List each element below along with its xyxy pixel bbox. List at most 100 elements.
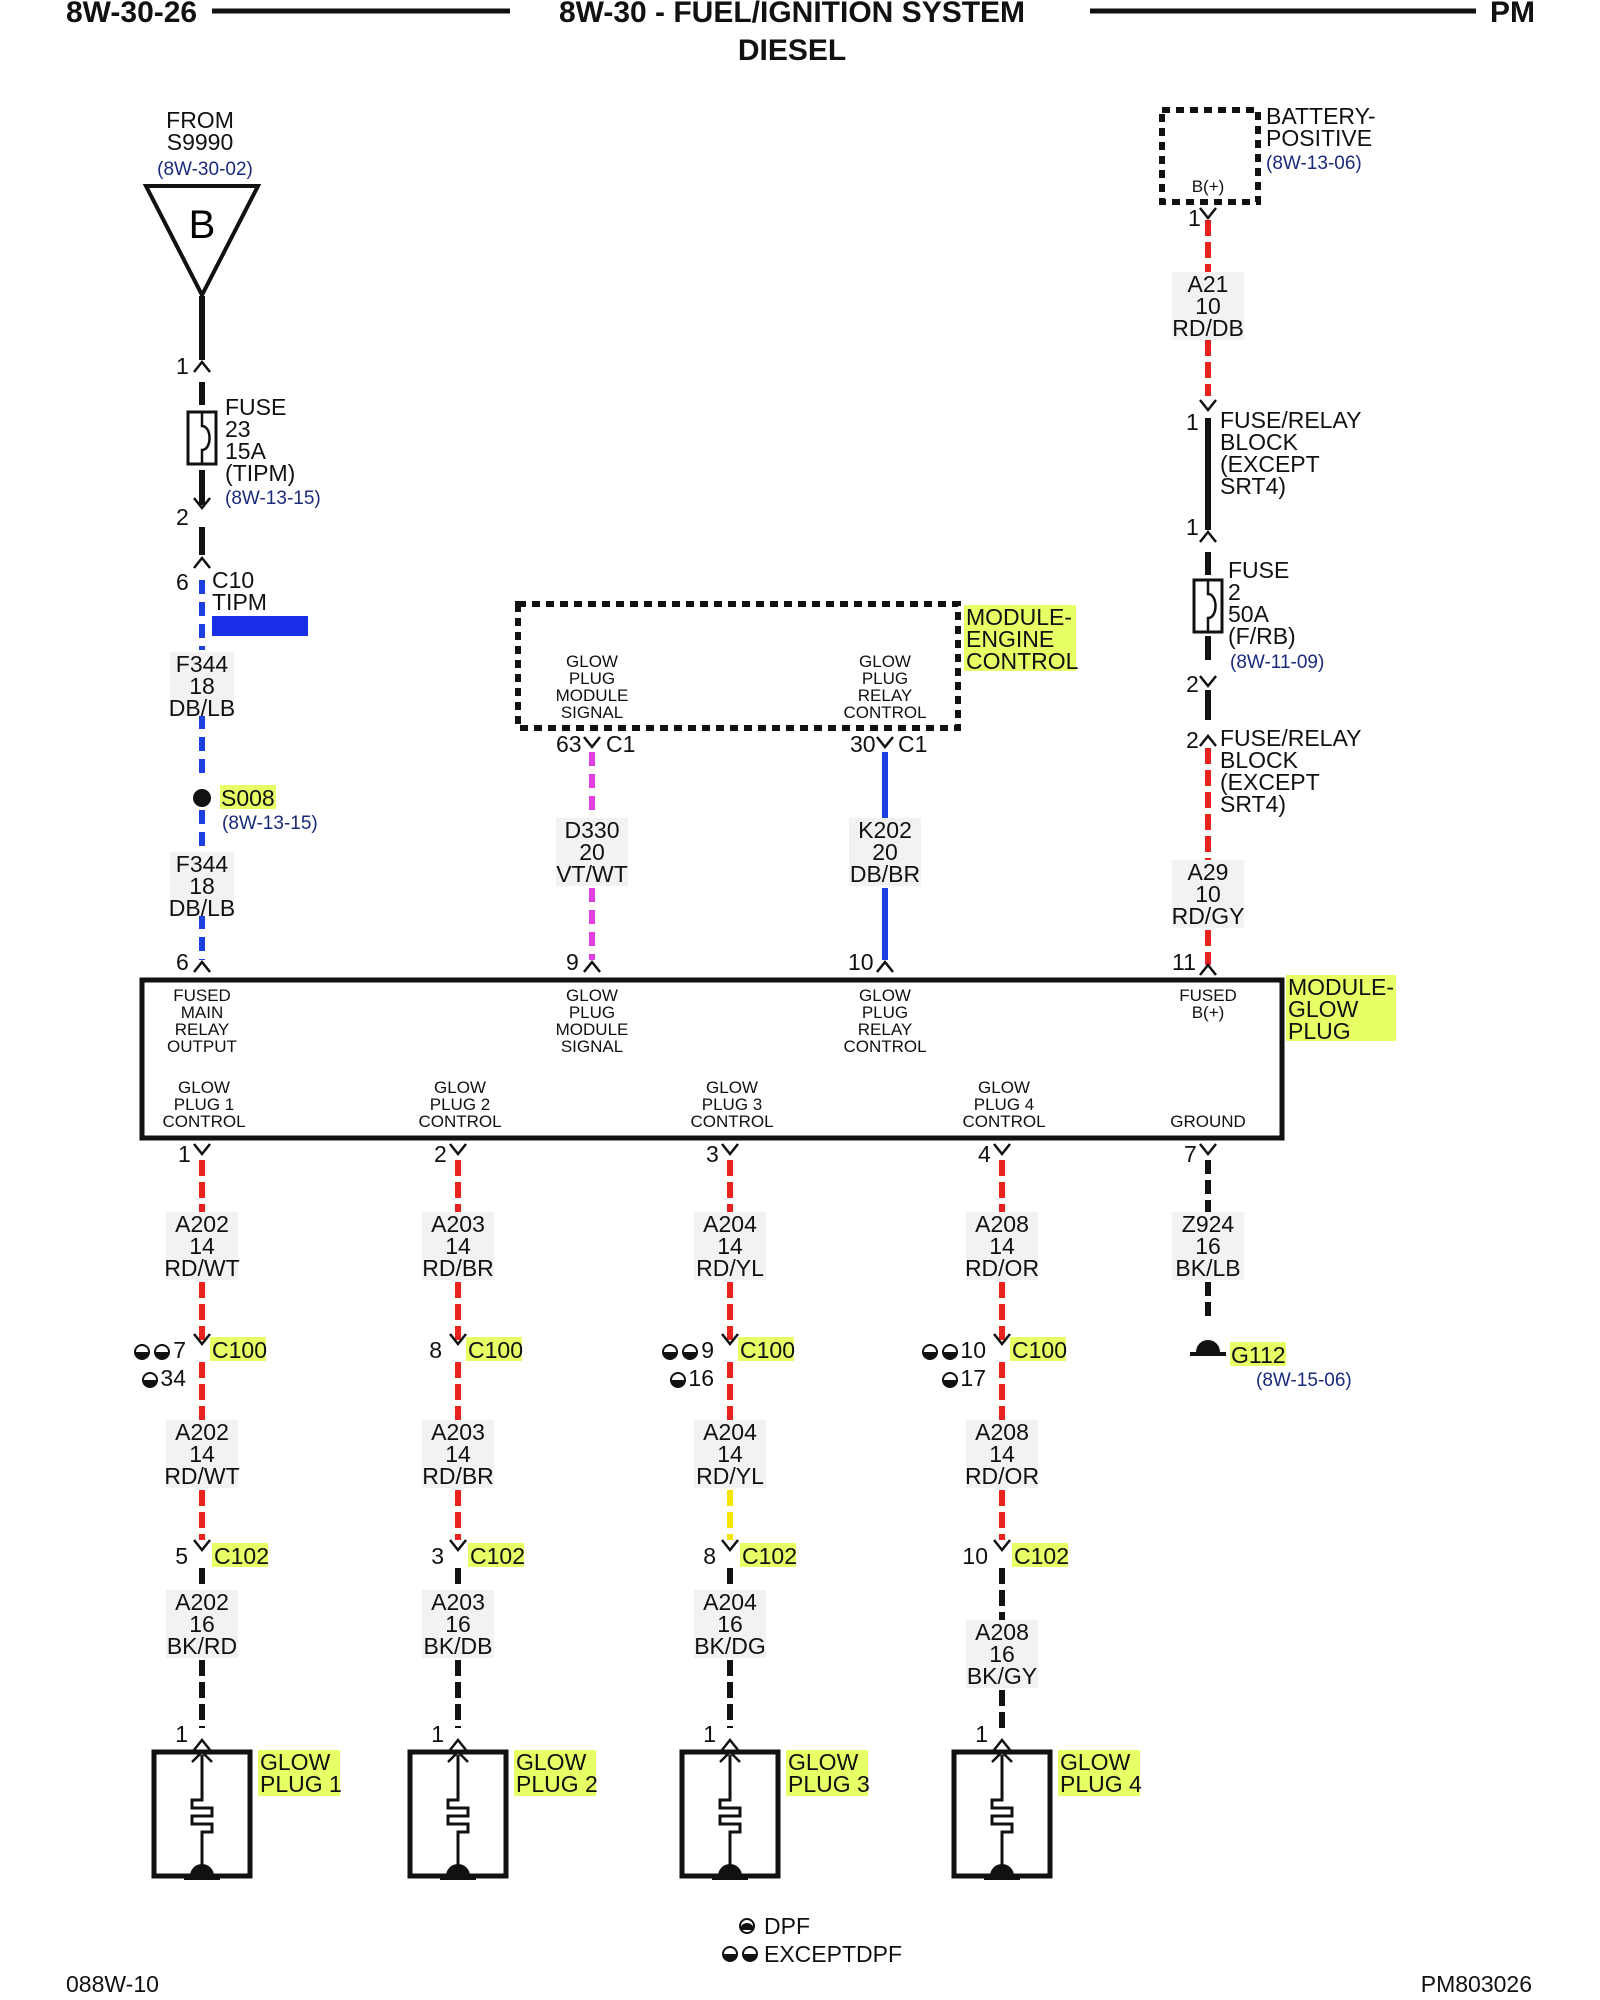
gpm-bottom-label-text: GLOW xyxy=(434,1078,486,1097)
gpm-top-label-text: RELAY xyxy=(175,1020,230,1039)
glow-plug-label-highlight xyxy=(786,1750,868,1796)
wire-label-14ga-lower-text: 14 xyxy=(445,1441,471,1467)
gpm-pin-9: 9 xyxy=(566,949,579,975)
c102-arrow xyxy=(721,1539,739,1553)
gpm-bottom-label-text: PLUG 3 xyxy=(702,1095,762,1114)
a29-label: A29 10 RD/GY xyxy=(1172,859,1245,929)
battery-ref: (8W-13-06) xyxy=(1266,153,1362,174)
source-ref: (8W-30-02) xyxy=(157,159,253,180)
footer-left: 088W-10 xyxy=(66,1971,159,1997)
fuse23-line1: FUSE xyxy=(225,394,286,420)
c102-pin: 10 xyxy=(962,1543,988,1569)
c100-highlight xyxy=(466,1337,522,1361)
glow-plug-module-box xyxy=(139,977,1285,1141)
s008-name: S008 xyxy=(221,785,275,811)
glow-plug-label: PLUG 1 xyxy=(260,1771,342,1797)
c100-pin: 9 xyxy=(701,1337,714,1363)
battery-pin: 1 xyxy=(1188,205,1201,231)
z924-gauge: 16 xyxy=(1195,1233,1221,1259)
fuse23-ref: (8W-13-15) xyxy=(225,488,321,509)
fuse23-pin-top: 1 xyxy=(176,353,189,379)
glow-plug-label: PLUG 2 xyxy=(516,1771,598,1797)
d330-gauge: 20 xyxy=(579,839,605,865)
tipm-blue-tab xyxy=(212,616,308,636)
gpm-bottom-labels: GLOW PLUG 1 CONTROL GLOW PLUG 2 CONTROL … xyxy=(162,1078,1245,1131)
wire-label-14ga-text: A203 xyxy=(431,1211,485,1237)
plug-pin: 1 xyxy=(975,1721,988,1747)
wire-label-14ga-text: RD/WT xyxy=(164,1255,239,1281)
f344a-gauge: 18 xyxy=(189,673,215,699)
glow-plug-ground-icon xyxy=(446,1864,470,1876)
gpm-bottom-label-text: GROUND xyxy=(1170,1112,1246,1131)
gpm-top-labels: FUSED MAIN RELAY OUTPUT GLOW PLUG MODULE… xyxy=(167,986,1237,1056)
a29-gauge: 10 xyxy=(1195,881,1221,907)
a21-gauge: 10 xyxy=(1195,293,1221,319)
f344b-code: F344 xyxy=(176,851,229,877)
gpm-pin-11: 11 xyxy=(1172,949,1196,975)
c100-highlight xyxy=(1010,1337,1066,1361)
a21-code: A21 xyxy=(1188,271,1229,297)
d330-label: D330 20 VT/WT xyxy=(556,817,628,887)
c102-arrow xyxy=(193,1539,211,1553)
frb1-pin-top: 1 xyxy=(1186,409,1199,435)
gpm-bottom-label-text: PLUG 4 xyxy=(974,1095,1034,1114)
glow-plug-terminal-arrow xyxy=(447,1750,469,1763)
c102-pin: 3 xyxy=(431,1543,444,1569)
c102-label: C102 xyxy=(742,1543,797,1569)
wire-label-16ga-text: A208 xyxy=(975,1619,1029,1645)
f344b-color: DB/LB xyxy=(169,895,235,921)
a21-color: RD/DB xyxy=(1172,315,1244,341)
c100-arrow xyxy=(193,1333,211,1347)
frb2-pin-top: 2 xyxy=(1186,727,1199,753)
legend-dpf-icon-outline xyxy=(739,1918,755,1934)
gpm-top-label-text: MAIN xyxy=(181,1003,224,1022)
wire-label-14ga-lower-text: RD/OR xyxy=(965,1463,1039,1489)
engine-control-module-box xyxy=(515,601,961,731)
gpm-bottom-label-text: CONTROL xyxy=(162,1112,245,1131)
gpm-top-label-text: FUSED xyxy=(173,986,231,1005)
c100-arrow xyxy=(993,1333,1011,1347)
glow-plug-terminal-arrow xyxy=(719,1750,741,1763)
ecm-ctl-line2: PLUG xyxy=(862,669,908,688)
glow-plug-label: PLUG 4 xyxy=(1060,1771,1142,1797)
glow-plug-ground-icon xyxy=(190,1864,214,1876)
fuse23-line4: (TIPM) xyxy=(225,460,295,486)
s008-highlight xyxy=(220,785,276,809)
glow-plug-label: GLOW xyxy=(516,1749,587,1775)
ecm-sig-line3: MODULE xyxy=(556,686,629,705)
glow-plug-label: GLOW xyxy=(788,1749,859,1775)
gpm-top-label-text: MODULE xyxy=(556,1020,629,1039)
plug-pin: 1 xyxy=(431,1721,444,1747)
gpm-top-label-text: RELAY xyxy=(858,1020,913,1039)
gpm-top-label-text: OUTPUT xyxy=(167,1037,237,1056)
glow-plug-element-icon xyxy=(190,1755,214,1872)
wire-ecm xyxy=(589,752,888,960)
d330-code: D330 xyxy=(565,817,620,843)
wire-label-16ga-bg xyxy=(694,1590,766,1658)
wire-label-14ga-text: 14 xyxy=(445,1233,471,1259)
c10-pin: 6 xyxy=(176,569,189,595)
plug-pin: 1 xyxy=(703,1721,716,1747)
c10-name: C10 xyxy=(212,567,254,593)
k202-color: DB/BR xyxy=(850,861,920,887)
f344-lower-label: F344 18 DB/LB xyxy=(169,851,235,921)
a29-code: A29 xyxy=(1188,859,1229,885)
glow-plug-label: GLOW xyxy=(260,1749,331,1775)
wire-label-14ga-lower-text: 14 xyxy=(717,1441,743,1467)
c102-arrow xyxy=(993,1539,1011,1553)
c10-label: TIPM xyxy=(212,589,267,615)
wire-label-14ga-bg xyxy=(166,1212,238,1280)
wire-label-16ga-bg xyxy=(966,1620,1038,1688)
gpm-top-label-text: SIGNAL xyxy=(561,1037,623,1056)
gpm-bottom-label-text: CONTROL xyxy=(690,1112,773,1131)
fuse2-line1: FUSE xyxy=(1228,557,1289,583)
glow-plug-label: PLUG 3 xyxy=(788,1771,870,1797)
gpm-bottom-label-text: GLOW xyxy=(178,1078,230,1097)
branch-pin-arrow xyxy=(993,1143,1011,1157)
source-from: FROM xyxy=(166,107,234,133)
fuse23-line3: 15A xyxy=(225,438,267,464)
glow-plug-element-icon xyxy=(990,1755,1014,1872)
glow-plug-element-icon xyxy=(718,1755,742,1872)
wire-label-14ga-bg xyxy=(422,1212,494,1280)
wire-label-16ga-text: 16 xyxy=(189,1611,215,1637)
